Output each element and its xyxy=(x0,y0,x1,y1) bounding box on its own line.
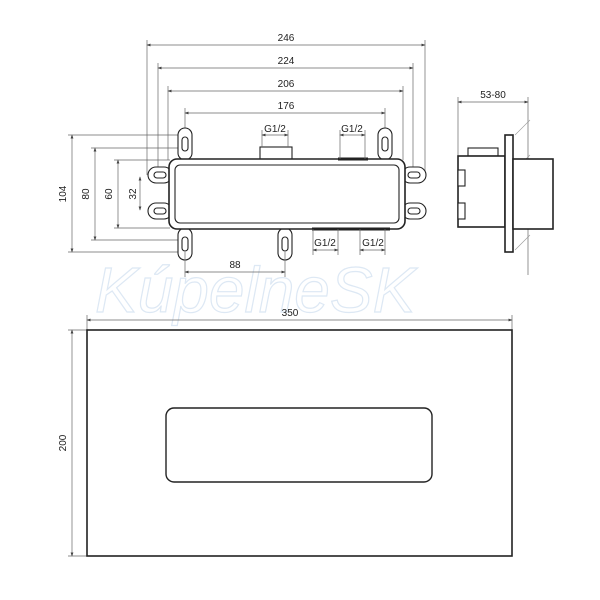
dim-176: 176 xyxy=(278,101,295,112)
dim-plate-height: 200 xyxy=(58,434,69,451)
dim-224: 224 xyxy=(278,56,295,67)
height-dimensions: 104 80 60 32 xyxy=(58,134,185,253)
connection-dimensions: G1/2 G1/2 G1/2 G1/2 88 xyxy=(184,124,386,277)
dim-206: 206 xyxy=(278,79,295,90)
dim-104: 104 xyxy=(58,185,69,202)
dim-88: 88 xyxy=(229,260,241,271)
dim-depth: 53-80 xyxy=(480,90,506,101)
cover-plate: 350 200 xyxy=(58,308,513,557)
valve-body-front xyxy=(147,127,427,261)
dim-g-bottom-left: G1/2 xyxy=(314,238,336,249)
dim-80: 80 xyxy=(81,188,92,200)
dim-plate-width: 350 xyxy=(282,308,299,319)
dim-32: 32 xyxy=(128,188,139,200)
dim-g-bottom-right: G1/2 xyxy=(362,238,384,249)
dim-246: 246 xyxy=(278,33,295,44)
width-dimensions: 246 224 206 176 xyxy=(146,33,426,175)
dim-g-top-left: G1/2 xyxy=(264,124,286,135)
dim-g-top-right: G1/2 xyxy=(341,124,363,135)
watermark: KúpelneSK xyxy=(95,254,419,326)
dim-60: 60 xyxy=(104,188,115,200)
valve-body-side: 53-80 xyxy=(457,90,554,275)
